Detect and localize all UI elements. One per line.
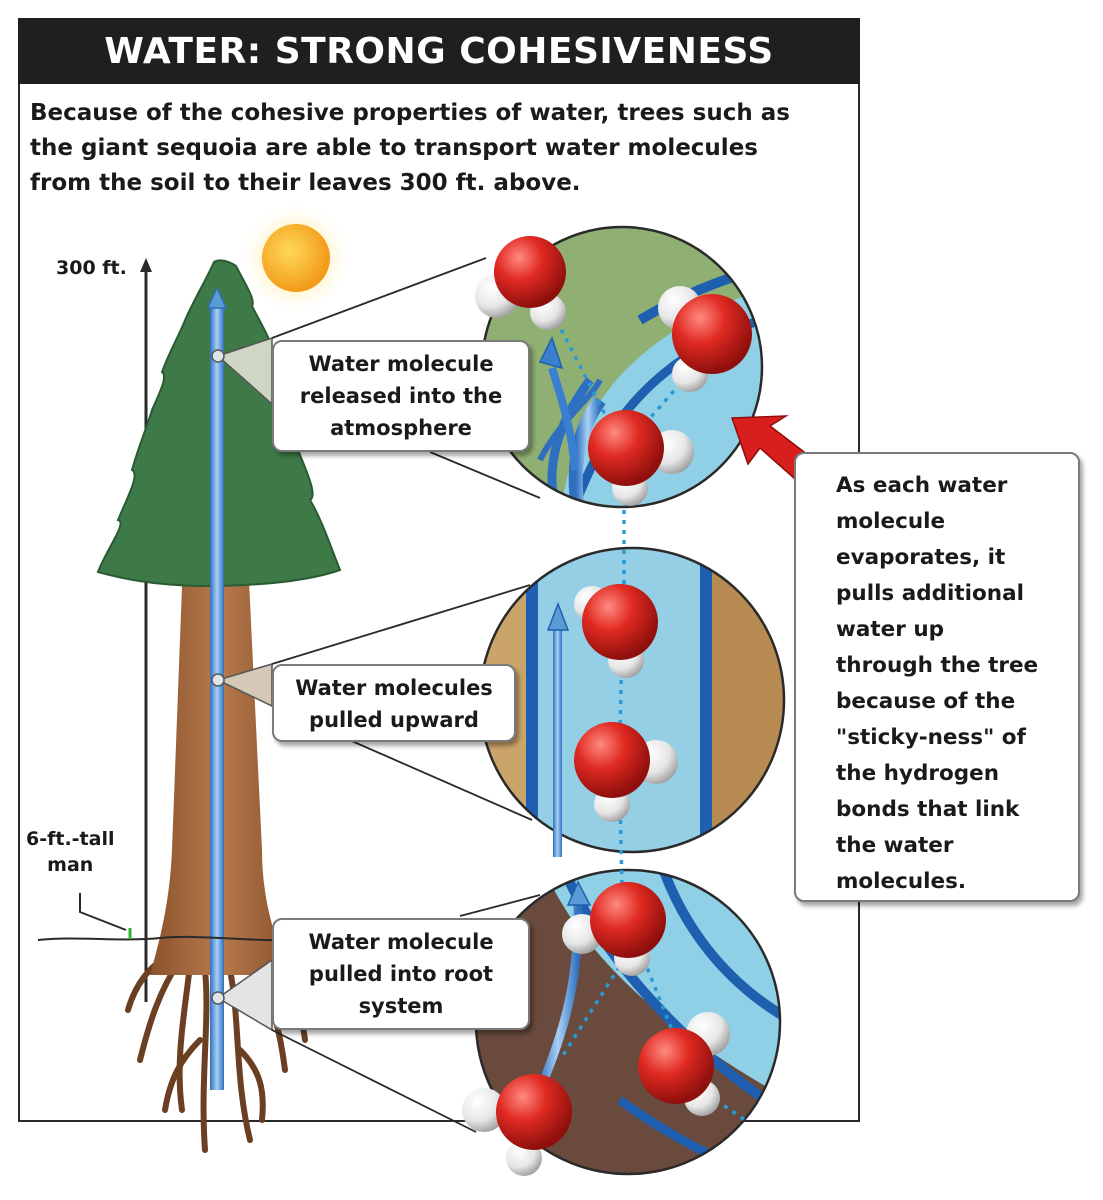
intro-line: Because of the cohesive properties of wa… bbox=[30, 100, 790, 126]
intro-line: the giant sequoia are able to transport … bbox=[30, 135, 758, 161]
height-scale-arrowhead bbox=[140, 258, 152, 272]
side-note-line: through the tree bbox=[836, 653, 1039, 678]
man-label-line: 6-ft.-tall bbox=[26, 828, 115, 850]
diagram-title: WATER: STRONG COHESIVENESS bbox=[18, 18, 860, 84]
callout-released: Water molecule released into the atmosph… bbox=[272, 340, 530, 452]
callout-line: system bbox=[358, 994, 444, 1018]
callout-line: pulled upward bbox=[309, 708, 479, 732]
man-label: 6-ft.-tall man bbox=[26, 826, 115, 878]
side-note-line: "sticky-ness" of bbox=[836, 725, 1026, 750]
callout-line: Water molecule bbox=[308, 930, 494, 954]
xylem-flow bbox=[210, 300, 224, 1090]
side-note-line: because of the bbox=[836, 689, 1016, 714]
side-note-line: pulls additional bbox=[836, 581, 1024, 606]
xylem-flow-arrowhead bbox=[206, 286, 228, 309]
water-molecule bbox=[475, 236, 566, 330]
callout-line: Water molecule bbox=[308, 352, 494, 376]
water-molecule bbox=[574, 722, 678, 822]
intro-line: from the soil to their leaves 300 ft. ab… bbox=[30, 170, 581, 196]
side-note-line: the water bbox=[836, 833, 954, 858]
sun-icon bbox=[262, 224, 330, 292]
water-molecule bbox=[462, 1074, 572, 1176]
water-molecule bbox=[574, 584, 658, 678]
water-molecule bbox=[562, 882, 666, 976]
side-note-line: molecule bbox=[836, 509, 946, 534]
ground-line bbox=[37, 935, 301, 942]
side-note-line: water up bbox=[836, 617, 945, 642]
side-note: As each water molecule evaporates, it pu… bbox=[794, 452, 1080, 902]
man-pointer bbox=[79, 893, 127, 931]
intro-text: Because of the cohesive properties of wa… bbox=[30, 96, 850, 201]
side-note-line: evaporates, it bbox=[836, 545, 1006, 570]
water-molecule bbox=[658, 286, 752, 392]
side-note-line: bonds that link bbox=[836, 797, 1020, 822]
side-note-line: molecules. bbox=[836, 869, 967, 894]
connector-lines bbox=[271, 257, 541, 1133]
callout-line: Water molecules bbox=[295, 676, 493, 700]
man-label-line: man bbox=[47, 854, 94, 876]
callout-root-system: Water molecule pulled into root system bbox=[272, 918, 530, 1030]
callout-pulled-upward: Water molecules pulled upward bbox=[272, 664, 516, 742]
side-note-line: the hydrogen bbox=[836, 761, 1000, 786]
side-note-line: As each water bbox=[836, 473, 1008, 498]
height-label: 300 ft. bbox=[56, 257, 127, 279]
water-molecule bbox=[638, 1012, 730, 1116]
callout-line: atmosphere bbox=[330, 416, 472, 440]
water-molecule bbox=[588, 410, 694, 506]
callout-line: pulled into root bbox=[308, 962, 494, 986]
callout-line: released into the bbox=[299, 384, 503, 408]
